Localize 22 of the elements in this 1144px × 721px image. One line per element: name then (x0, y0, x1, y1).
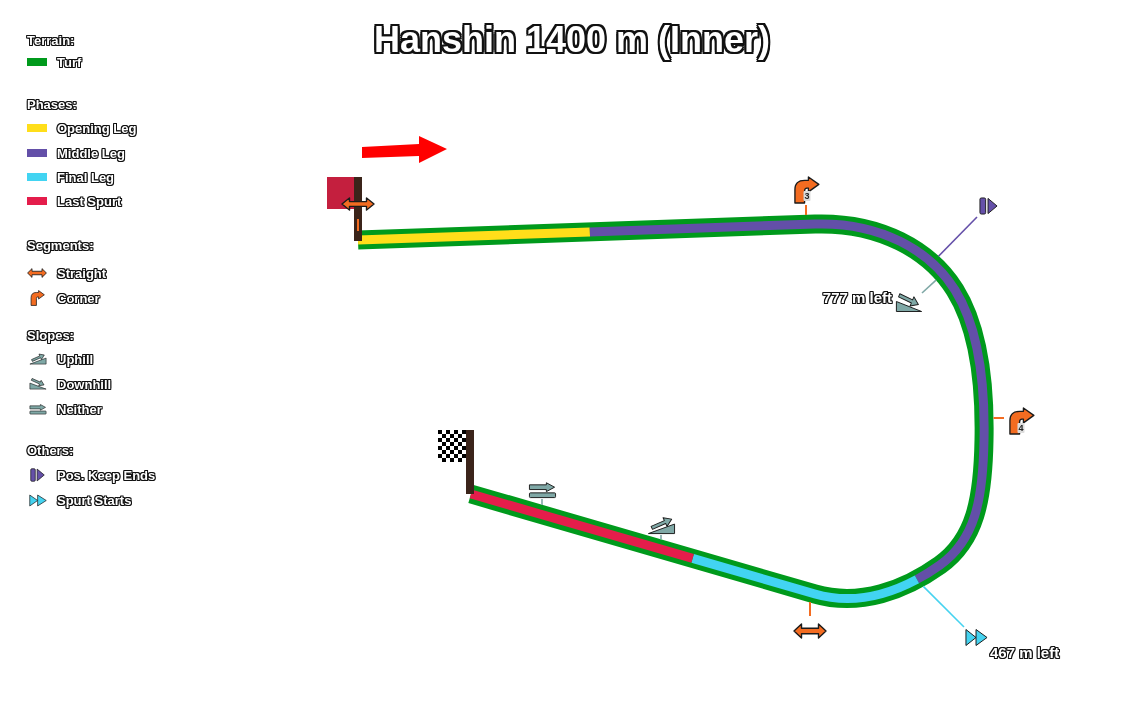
legend-label: Spurt Starts (57, 492, 132, 508)
legend-label: Downhill (57, 376, 112, 392)
legend-label: Final Leg (57, 169, 115, 185)
legend-label: Straight (57, 265, 107, 281)
distance-label: 467 m left (990, 643, 1060, 661)
legend-label: Turf (57, 54, 82, 70)
legend-label: Pos. Keep Ends (57, 467, 156, 483)
legend-heading: Phases: (27, 96, 77, 112)
legend-heading: Others: (27, 442, 74, 458)
legend-label: Neither (57, 401, 102, 417)
legend-label: Corner (57, 290, 100, 306)
legend-heading: Terrain: (27, 32, 75, 48)
legend-label: Last Spurt (57, 193, 122, 209)
diagram-title: Hanshin 1400 m (Inner) (373, 20, 771, 60)
legend-heading: Segments: (27, 237, 94, 253)
legend-label: Opening Leg (57, 120, 137, 136)
legend-label: Middle Leg (57, 145, 125, 161)
distance-label: 777 m left (822, 288, 892, 306)
legend-label: Uphill (57, 351, 94, 367)
corner-number: 4 (1017, 423, 1025, 433)
legend-heading: Slopes: (27, 327, 74, 343)
corner-number: 3 (803, 191, 811, 201)
